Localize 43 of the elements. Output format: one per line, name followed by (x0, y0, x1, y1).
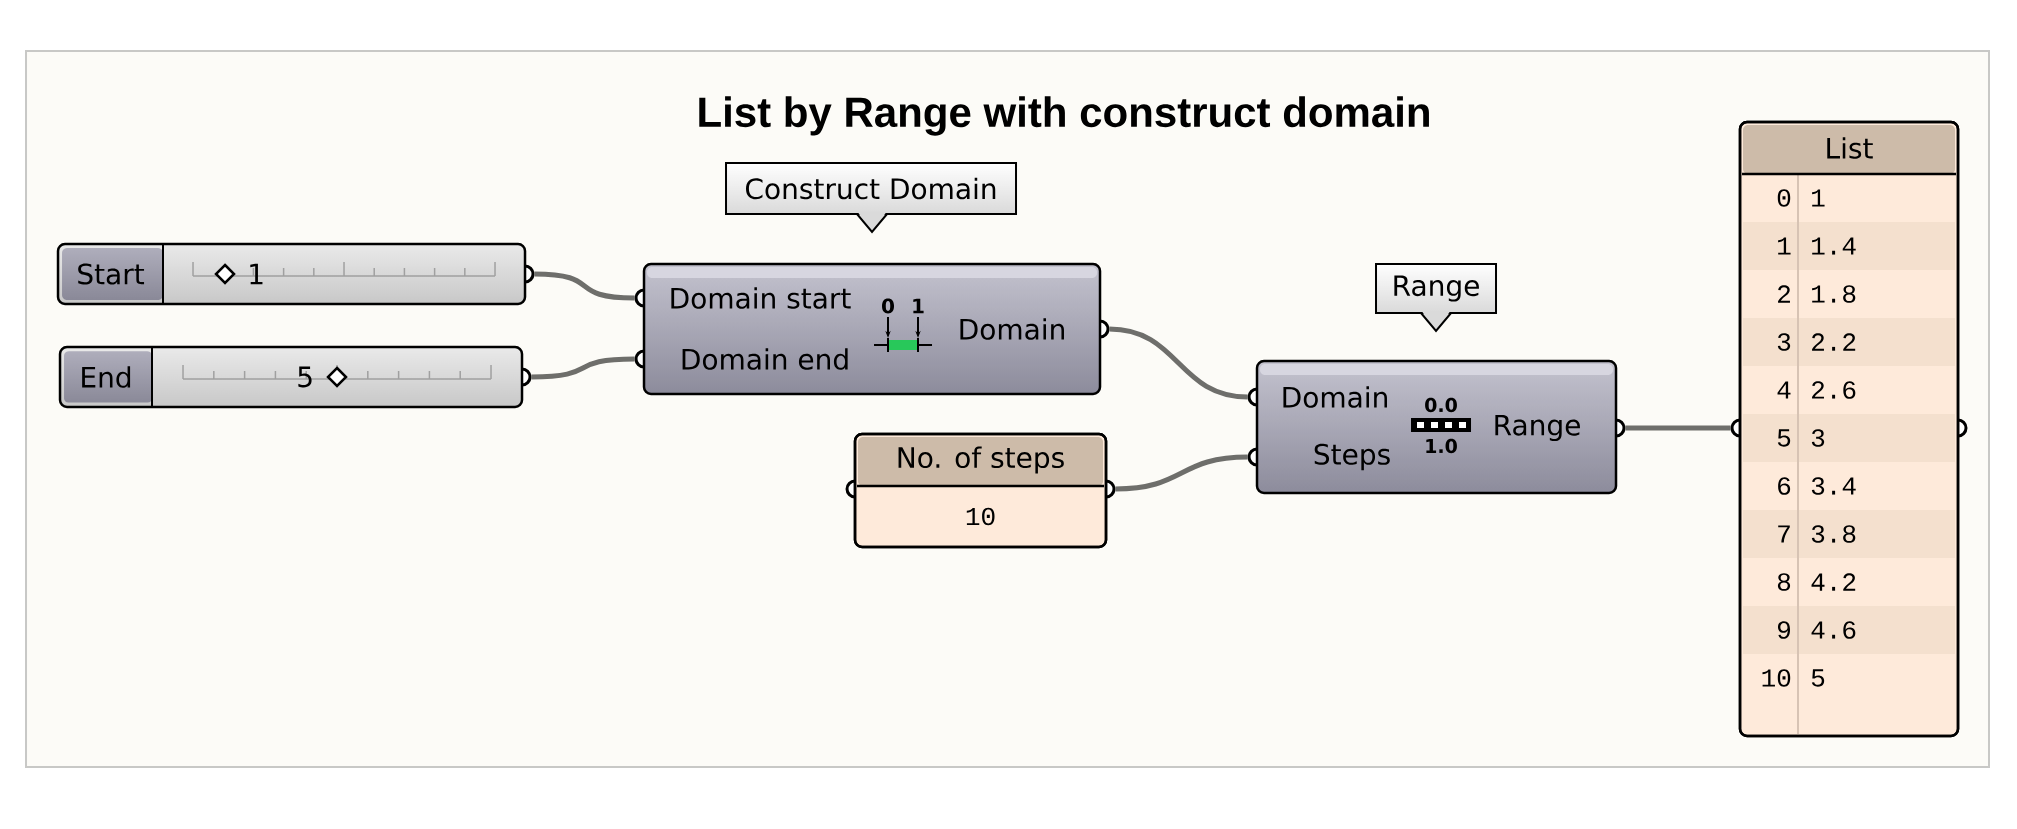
input-label: Domain end (682, 348, 848, 370)
slider-label: End (82, 347, 153, 407)
list-index: 2 (1778, 285, 1790, 303)
list-value: 2.6 (1812, 381, 1856, 399)
list-value: 3 (1811, 429, 1825, 447)
list-index: 1 (1778, 237, 1791, 255)
tooltip: Construct Domain (725, 162, 1017, 234)
list-index: 5 (1777, 429, 1791, 447)
list-index: 3 (1777, 333, 1791, 351)
list-value: 3.4 (1811, 477, 1856, 495)
list-index: 8 (1777, 573, 1791, 591)
list-index: 6 (1778, 477, 1791, 495)
list-value: 1.8 (1812, 285, 1856, 303)
list-value: 1 (1812, 189, 1825, 207)
wire (531, 356, 635, 380)
input-label: Steps (1314, 443, 1390, 471)
list-index: 0 (1777, 189, 1791, 207)
panel-header: List (1827, 137, 1873, 159)
list-index: 7 (1778, 525, 1790, 543)
output-label: Domain (960, 318, 1064, 340)
input-label: Domain (1283, 386, 1387, 408)
list-value: 1.4 (1812, 237, 1856, 255)
input-label: Domain start (671, 287, 851, 309)
list-value: 4.2 (1811, 573, 1856, 591)
wire (1625, 425, 1731, 431)
title: List by Range with construct domain (699, 96, 1429, 136)
tooltip: Range (1375, 263, 1497, 333)
list-index: 4 (1777, 381, 1791, 399)
slider-value: 1 (250, 263, 263, 285)
slider-label: Start (78, 244, 164, 304)
wire (534, 271, 635, 301)
wire (1115, 454, 1248, 492)
list-value: 3.8 (1811, 525, 1856, 543)
list-index: 10 (1762, 669, 1791, 687)
list-value: 5 (1811, 669, 1825, 687)
panel-value: 10 (966, 507, 995, 526)
list-index: 9 (1778, 621, 1790, 639)
list-value: 2.2 (1812, 333, 1856, 351)
wire (1109, 326, 1248, 400)
output-label: Range (1495, 414, 1580, 442)
panel-header: No. of steps (898, 446, 1064, 474)
list-value: 4.6 (1811, 621, 1856, 639)
slider-value: 5 (298, 366, 312, 388)
